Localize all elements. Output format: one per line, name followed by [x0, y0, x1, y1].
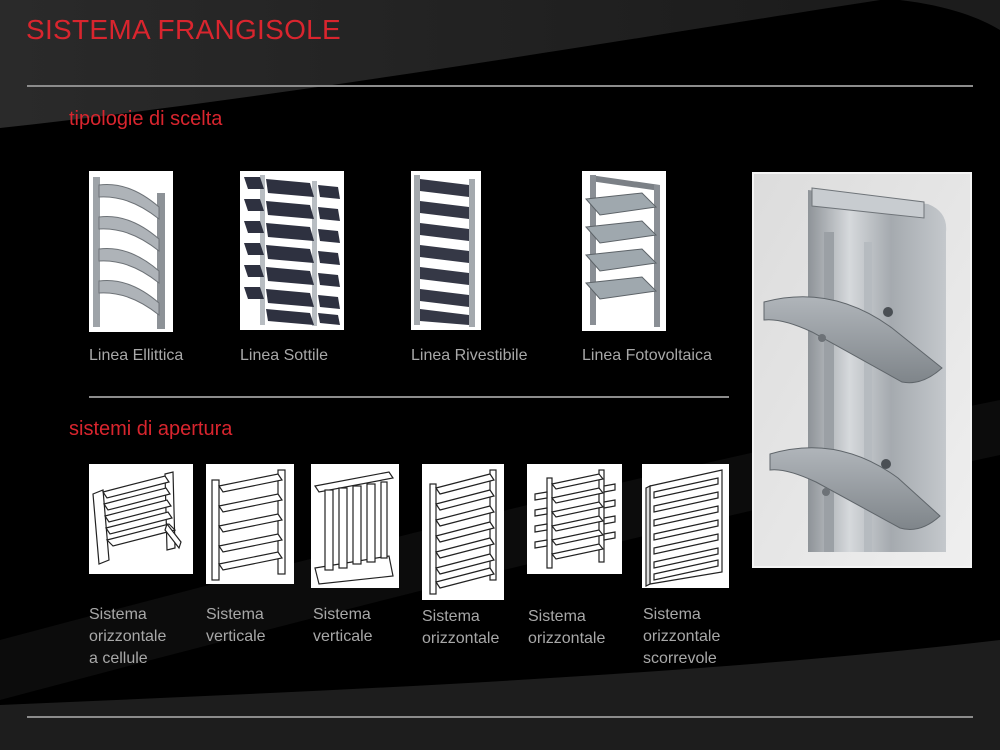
system-cellule-drawing — [92, 471, 182, 565]
caption-sistema-verticale-2: Sistema verticale — [313, 606, 373, 645]
caption-linea-ellittica: Linea Ellittica — [89, 347, 184, 364]
caption-sistema-orizzontale-1: Sistema orizzontale — [422, 608, 500, 647]
louver-ellittica-image — [89, 171, 173, 332]
section-title-aperture: sistemi di apertura — [69, 418, 233, 440]
thumb-linea-sottile — [240, 171, 344, 330]
thumb-sistema-verticale-2 — [311, 464, 399, 588]
louver-sottile-image — [240, 171, 344, 330]
system-orizzontale-2-drawing — [534, 469, 616, 569]
system-scorrevole-drawing — [645, 469, 723, 587]
caption-sistema-orizzontale-scorrevole: Sistema orizzontale scorrevole — [643, 606, 721, 667]
bottom-divider — [27, 716, 973, 718]
caption-linea-fotovoltaica: Linea Fotovoltaica — [582, 347, 712, 364]
louver-fotovoltaica-image — [582, 171, 666, 331]
louver-profile-image — [752, 172, 972, 568]
thumb-sistema-orizzontale-2 — [527, 464, 622, 574]
thumb-sistema-verticale-1 — [206, 464, 294, 584]
section-title-tipologie: tipologie di scelta — [69, 108, 223, 130]
louver-rivestibile-image — [411, 171, 481, 330]
caption-linea-rivestibile: Linea Rivestibile — [411, 347, 528, 364]
caption-sistema-orizzontale-cellule: Sistema orizzontale a cellule — [89, 606, 167, 667]
thumb-sistema-orizzontale-cellule — [89, 464, 193, 574]
thumb-linea-ellittica — [89, 171, 173, 332]
caption-sistema-verticale-1: Sistema verticale — [206, 606, 266, 645]
caption-sistema-orizzontale-2: Sistema orizzontale — [528, 608, 606, 647]
thumb-sistema-orizzontale-1 — [422, 464, 504, 600]
caption-linea-sottile: Linea Sottile — [240, 347, 329, 364]
page-title: SISTEMA FRANGISOLE — [26, 14, 342, 45]
system-verticale-2-drawing — [313, 471, 395, 585]
middle-divider — [89, 396, 729, 398]
top-divider — [27, 85, 973, 87]
system-verticale-1-drawing — [211, 469, 286, 581]
system-orizzontale-1-drawing — [429, 469, 497, 595]
louver-profile-photo — [752, 172, 972, 568]
thumb-sistema-orizzontale-scorrevole — [642, 464, 729, 588]
thumb-linea-rivestibile — [411, 171, 481, 330]
thumb-linea-fotovoltaica — [582, 171, 666, 331]
